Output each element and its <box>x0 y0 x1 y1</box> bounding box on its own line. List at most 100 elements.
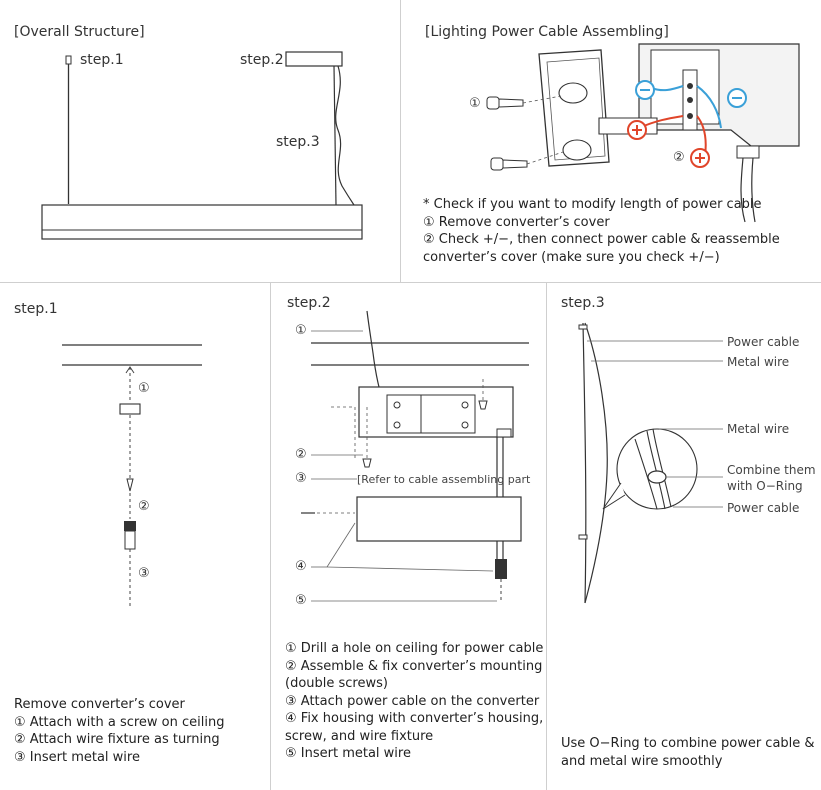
wire-fixture <box>495 559 507 579</box>
step2-title: step.2 <box>287 295 331 311</box>
wire-minus-out <box>696 85 722 129</box>
step1-notes: Remove converter’s cover ① Attach with a… <box>14 696 224 766</box>
step3-note: and metal wire smoothly <box>561 753 723 769</box>
divider <box>546 283 547 790</box>
hanging-wire-right <box>333 65 337 206</box>
step1-note: Remove converter’s cover <box>14 697 185 712</box>
step3-label-combine-1: Combine them <box>727 463 816 477</box>
screw-top <box>486 96 524 110</box>
cable-gland <box>496 428 512 438</box>
cable-note: converter’s cover (make sure you check +… <box>423 249 720 265</box>
wire-fixture-body <box>124 530 136 550</box>
cable-note: * Check if you want to modify length of … <box>423 197 762 212</box>
screw <box>393 401 401 409</box>
step2-panel: step.2 <box>271 283 546 790</box>
ceiling-cap-left <box>65 55 72 65</box>
step2-note: ④ Fix housing with converter’s housing, <box>285 711 544 726</box>
step3-label-metal-wire-2: Metal wire <box>727 422 790 436</box>
o-ring-top <box>578 324 588 330</box>
screw <box>461 401 469 409</box>
step3-drawing <box>578 322 723 604</box>
arrow-up <box>125 366 135 374</box>
step2-note: (double screws) <box>285 676 388 691</box>
overall-structure-drawing <box>41 51 363 240</box>
converter-box <box>285 51 343 67</box>
cable-marker-1: ① <box>469 96 481 111</box>
divider <box>400 0 401 282</box>
step3-label-power-cable-2: Power cable <box>727 501 800 515</box>
overall-title: [Overall Structure] <box>14 24 145 40</box>
wire-tip <box>126 478 134 492</box>
magnified-view <box>616 428 698 510</box>
step2-marker-5: ⑤ <box>295 593 307 608</box>
step3-panel: step.3 Power cable Metal wire Metal wire… <box>547 283 821 790</box>
step2-drawing <box>301 310 529 603</box>
divider <box>0 282 821 283</box>
step2-marker-2: ② <box>295 447 307 462</box>
terminal-screw <box>687 97 693 103</box>
leader-4 <box>326 522 356 568</box>
cable-note: ① Remove converter’s cover <box>423 214 610 230</box>
step1-marker-1: ① <box>138 381 150 396</box>
step2-note: ⑤ Insert metal wire <box>285 746 411 761</box>
step2-note: ② Assemble & fix converter’s mounting <box>285 658 543 674</box>
o-ring-magnified <box>647 470 667 484</box>
divider <box>270 283 271 790</box>
step2-marker-3: ③ <box>295 471 307 486</box>
screw-bottom <box>490 157 528 171</box>
light-fixture-housing <box>41 204 363 240</box>
cable-note: ② Check +/−, then connect power cable & … <box>423 232 780 247</box>
overall-structure-panel: [Overall Structure] step.1 step.2 step.3 <box>0 0 400 282</box>
cable-title: [Lighting Power Cable Assembling] <box>425 24 669 40</box>
minus-symbol-2 <box>727 88 747 108</box>
cable-marker-2: ② <box>673 150 685 165</box>
step1-title: step.1 <box>14 301 58 317</box>
step3-notes: Use O−Ring to combine power cable & and … <box>561 735 815 770</box>
step1-marker-2: ② <box>138 499 150 514</box>
step3-label-power-cable: Power cable <box>727 335 800 349</box>
mounting-screw <box>362 458 372 468</box>
cable-assembling-panel: [Lighting Power Cable Assembling] <box>401 0 821 282</box>
wire-fixture-top <box>124 521 136 531</box>
converter-body <box>386 394 476 434</box>
power-cable <box>740 157 746 223</box>
step2-refer-label: [Refer to cable assembling part <box>357 473 531 486</box>
step1-drawing <box>62 344 202 608</box>
mounting-screw <box>478 400 488 410</box>
step3-label-combine-2: with O−Ring <box>727 479 803 493</box>
step2-note: screw, and wire fixture <box>285 728 434 744</box>
power-cable <box>584 322 608 604</box>
metal-wire <box>582 322 587 604</box>
cover-screw-hole-bottom <box>562 139 592 161</box>
cable-gland <box>736 145 760 159</box>
step1-note: ② Attach wire fixture as turning <box>14 732 220 747</box>
terminal-screw <box>687 83 693 89</box>
overall-step3-label: step.3 <box>276 134 320 150</box>
step3-note: Use O−Ring to combine power cable & <box>561 736 815 751</box>
magnifier-pointer <box>602 482 626 510</box>
step1-marker-3: ③ <box>138 566 150 581</box>
power-cable <box>366 310 380 388</box>
overall-step2-label: step.2 <box>240 52 284 68</box>
cable-assembly-drawing <box>486 43 800 223</box>
step2-note: ③ Attach power cable on the converter <box>285 693 540 709</box>
cover-inner-edge <box>546 57 606 161</box>
step1-note: ① Attach with a screw on ceiling <box>14 714 225 730</box>
light-fixture-housing <box>356 496 522 542</box>
minus-symbol-1 <box>635 80 655 100</box>
o-ring-bottom <box>578 534 588 540</box>
cable-notes: * Check if you want to modify length of … <box>423 196 780 266</box>
terminal-screw <box>687 113 693 119</box>
plus-symbol-1 <box>627 120 647 140</box>
step2-marker-1: ① <box>295 323 307 338</box>
overall-step1-label: step.1 <box>80 52 124 68</box>
step3-label-metal-wire: Metal wire <box>727 355 790 369</box>
power-cable <box>335 65 355 206</box>
ceiling-cap <box>119 403 141 415</box>
converter-cover <box>538 49 610 167</box>
step1-panel: step.1 ① ② ③ Remove converter’s cover ① … <box>0 283 270 790</box>
screw <box>393 421 401 429</box>
screw <box>461 421 469 429</box>
plus-symbol-2 <box>690 148 710 168</box>
power-cable <box>751 157 756 223</box>
